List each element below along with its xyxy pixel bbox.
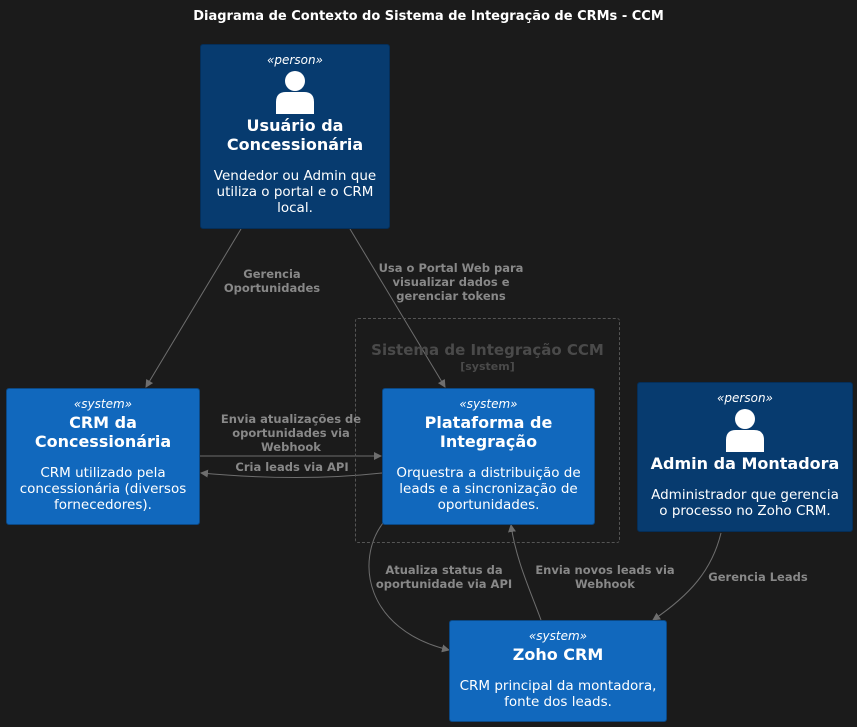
node-usuario-concessionaria[interactable]: «person» Usuário da Concessionária Vende… [200, 44, 390, 229]
edge-cria-leads [200, 469, 383, 478]
stereotype-label: «person» [717, 391, 773, 405]
stereotype-label: «person» [267, 53, 323, 67]
node-name: Plataforma de Integração [424, 413, 553, 451]
node-plataforma-integracao[interactable]: «system» Plataforma de Integração Orques… [382, 388, 595, 525]
node-description: CRM utilizado pela concessionária (diver… [19, 465, 187, 513]
boundary-type: [system] [460, 360, 515, 373]
edge-envia-novos-leads [508, 524, 542, 621]
node-name: Zoho CRM [512, 645, 604, 664]
edge-label-gerencia-leads: Gerencia Leads [708, 570, 808, 584]
node-description: Orquestra a distribuição de leads e a si… [396, 465, 581, 513]
node-zoho-crm[interactable]: «system» Zoho CRM CRM principal da monta… [449, 620, 667, 722]
node-crm-concessionaria[interactable]: «system» CRM da Concessionária CRM utili… [6, 388, 200, 525]
edge-label-envia-novos-leads: Envia novos leads via Webhook [535, 563, 675, 591]
edge-label-gerencia-oportunidades: Gerencia Oportunidades [223, 267, 321, 295]
edge-label-usa-portal: Usa o Portal Web para visualizar dados e… [378, 261, 524, 303]
node-name: Usuário da Concessionária [226, 116, 364, 154]
stereotype-label: «system» [73, 397, 133, 411]
stereotype-label: «system» [528, 629, 588, 643]
node-description: CRM principal da montadora, fonte dos le… [459, 678, 657, 710]
edge-label-cria-leads: Cria leads via API [235, 460, 349, 474]
node-admin-montadora[interactable]: «person» Admin da Montadora Administrado… [637, 382, 853, 532]
node-name: CRM da Concessionária [34, 413, 172, 451]
edge-label-atualiza-status: Atualiza status da oportunidade via API [375, 563, 513, 591]
node-description: Vendedor ou Admin que utiliza o portal e… [213, 168, 377, 216]
system-boundary: Sistema de Integração CCM [system] [355, 318, 620, 543]
edge-label-envia-atualizacoes: Envia atualizações de oportunidades via … [220, 412, 362, 454]
edge-usa-portal [349, 228, 446, 388]
stereotype-label: «system» [459, 397, 518, 411]
edge-gerencia-oportunidades [145, 228, 242, 388]
person-icon [726, 409, 764, 452]
edge-gerencia-leads [652, 532, 722, 621]
node-description: Administrador que gerencia o processo no… [651, 487, 839, 519]
node-name: Admin da Montadora [650, 454, 840, 473]
person-icon [276, 71, 314, 114]
diagram-title: Diagrama de Contexto do Sistema de Integ… [193, 9, 664, 24]
boundary-title: Sistema de Integração CCM [371, 341, 604, 359]
edge-atualiza-status [368, 522, 450, 653]
